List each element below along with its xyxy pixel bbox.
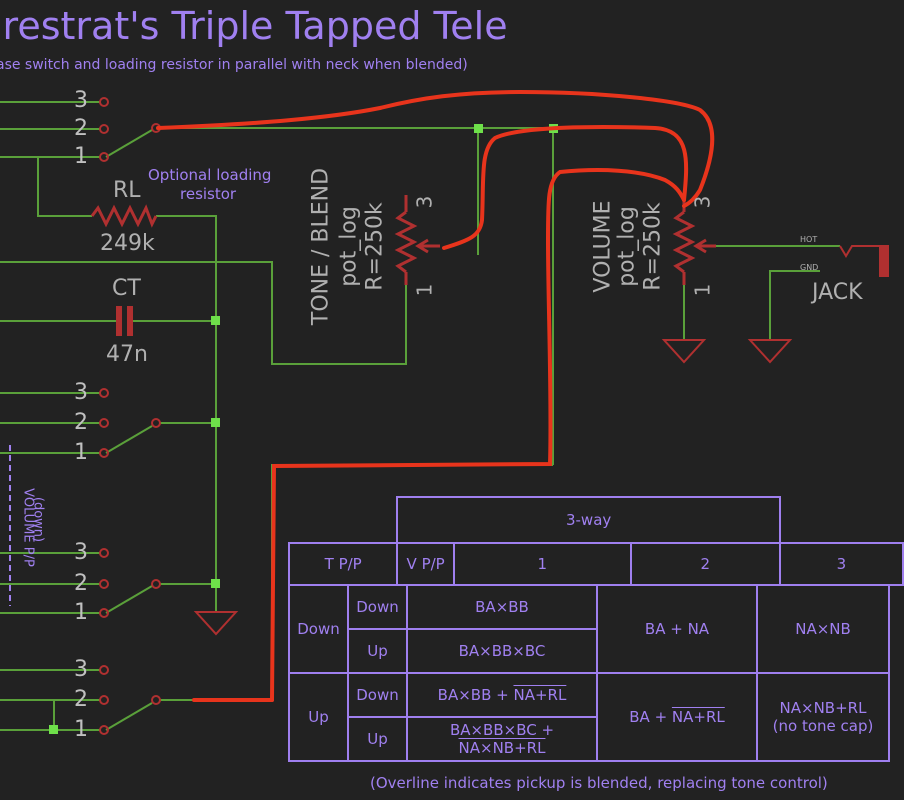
tone-name: TONE / BLEND <box>308 167 334 326</box>
r4c1-over: NA×NB+RL <box>458 739 546 757</box>
table-col-1: 1 <box>452 542 632 586</box>
cell-vpp-up-1: Up <box>347 628 408 674</box>
r4c1-plain: BA×BB×BC + <box>449 721 555 739</box>
cell-vpp-down-1: Down <box>347 584 408 630</box>
cell-up-c3: NA×NB+RL(no tone cap) <box>756 672 890 762</box>
cell-r4c1: BA×BB×BC + NA×NB+RL <box>406 716 598 762</box>
table-col-3: 3 <box>778 542 904 586</box>
capacitor-ct <box>116 306 133 336</box>
red-modification-wires <box>156 89 715 702</box>
cell-r1c1: BA×BB <box>406 584 598 630</box>
rl-value: 249k <box>100 231 155 256</box>
vol-name: VOLUME <box>590 200 616 293</box>
tone-pot <box>394 195 440 285</box>
sw4-num-3: 3 <box>74 657 88 682</box>
upc3-line1: NA×NB+RL <box>779 699 867 717</box>
upc2-plain: BA + <box>629 708 672 726</box>
r3c1-over: NA+RL <box>513 686 567 704</box>
tone-type: pot_log <box>336 206 362 287</box>
table-col-tpp: T P/P <box>287 542 399 586</box>
sw3-num-1: 1 <box>74 600 88 625</box>
sw1-num-1: 1 <box>74 144 88 169</box>
truth-table: 3-way T P/P V P/P 1 2 3 <box>287 496 904 586</box>
cell-tpp-down: Down <box>288 584 349 674</box>
sw4-num-2: 2 <box>74 687 88 712</box>
grounds <box>193 339 793 636</box>
switch-contacts <box>99 97 161 735</box>
cell-r2c1: BA×BB×BC <box>406 628 598 674</box>
sw3-num-3: 3 <box>74 540 88 565</box>
tone-pin3: 3 <box>412 195 437 209</box>
ct-value: 47n <box>106 342 148 367</box>
rl-name: RL <box>113 178 141 203</box>
ct-name: CT <box>112 276 141 301</box>
jack <box>839 245 889 277</box>
optional-label-1: Optional loading <box>148 166 272 184</box>
tone-pin1: 1 <box>412 283 437 297</box>
volume-pot <box>672 195 716 285</box>
cell-down-c3: NA×NB <box>756 584 890 674</box>
footnote: (Overline indicates pickup is blended, r… <box>370 774 828 792</box>
page-subtitle: ase switch and loading resistor in paral… <box>0 57 468 73</box>
cell-tpp-up: Up <box>288 672 349 762</box>
sw2-num-1: 1 <box>74 440 88 465</box>
r3c1-plain: BA×BB + <box>437 686 514 704</box>
upc2-over: NA+RL <box>671 708 725 726</box>
cell-r3c1: BA×BB + NA+RL <box>406 672 598 718</box>
vol-pin3: 3 <box>690 195 715 209</box>
tone-r: R=250k <box>362 202 388 291</box>
vpp-label-2: (down) <box>30 496 46 543</box>
upc3-line2: (no tone cap) <box>772 717 874 735</box>
resistor-rl <box>90 204 158 228</box>
table-col-vpp: V P/P <box>396 542 455 586</box>
sw2-num-3: 3 <box>74 380 88 405</box>
jack-hot-label: HOT <box>800 235 818 244</box>
page-title: irestrat's Triple Tapped Tele <box>0 4 508 48</box>
cell-vpp-up-2: Up <box>347 716 408 762</box>
sw2-num-2: 2 <box>74 410 88 435</box>
sw3-num-2: 2 <box>74 571 88 596</box>
optional-label-2: resistor <box>180 185 237 203</box>
table-col-2: 2 <box>629 542 781 586</box>
jack-label: JACK <box>812 280 863 305</box>
cell-down-c2: BA + NA <box>596 584 758 674</box>
table-group-header: 3-way <box>396 496 781 544</box>
vol-pin1: 1 <box>690 283 715 297</box>
jack-gnd-label: GND <box>800 263 819 272</box>
sw1-num-2: 2 <box>74 116 88 141</box>
vol-r: R=250k <box>640 202 666 291</box>
truth-table-body: Down Down BA×BB BA + NA NA×NB Up BA×BB×B… <box>288 584 890 762</box>
sw1-num-3: 3 <box>74 88 88 113</box>
cell-vpp-down-2: Down <box>347 672 408 718</box>
vol-type: pot_log <box>614 206 640 287</box>
cell-up-c2: BA + NA+RL <box>596 672 758 762</box>
sw4-num-1: 1 <box>74 717 88 742</box>
